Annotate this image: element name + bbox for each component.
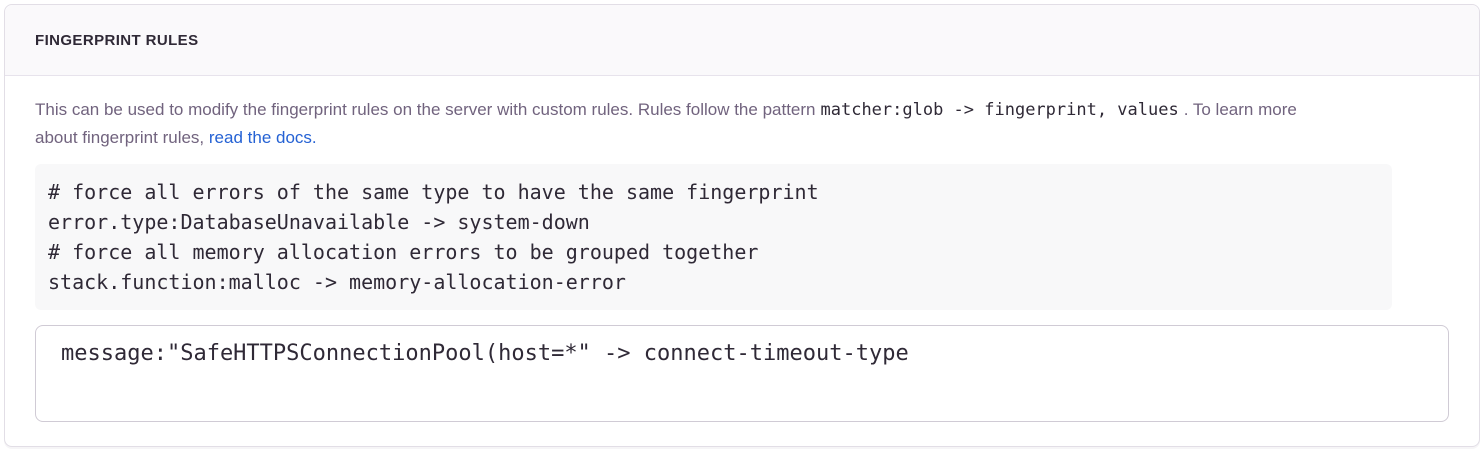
- description-intro: This can be used to modify the fingerpri…: [35, 100, 816, 119]
- example-code-line: stack.function:malloc -> memory-allocati…: [48, 270, 626, 294]
- read-the-docs-link[interactable]: read the docs.: [208, 128, 317, 147]
- panel-title: FINGERPRINT RULES: [35, 31, 199, 49]
- fingerprint-rules-input[interactable]: message:"SafeHTTPSConnectionPool(host=*"…: [35, 325, 1449, 422]
- example-code-line: # force all errors of the same type to h…: [48, 180, 819, 204]
- fingerprint-rules-panel: FINGERPRINT RULES This can be used to mo…: [4, 4, 1480, 447]
- panel-body: This can be used to modify the fingerpri…: [5, 76, 1479, 448]
- example-code-line: # force all memory allocation errors to …: [48, 240, 759, 264]
- panel-header: FINGERPRINT RULES: [5, 5, 1479, 76]
- description-middle: . To learn more about fingerprint rules,: [35, 100, 1297, 147]
- description: This can be used to modify the fingerpri…: [35, 96, 1335, 151]
- example-code-line: error.type:DatabaseUnavailable -> system…: [48, 210, 590, 234]
- example-code-block: # force all errors of the same type to h…: [35, 164, 1392, 310]
- pattern-inline-code: matcher:glob -> fingerprint, values: [820, 100, 1179, 120]
